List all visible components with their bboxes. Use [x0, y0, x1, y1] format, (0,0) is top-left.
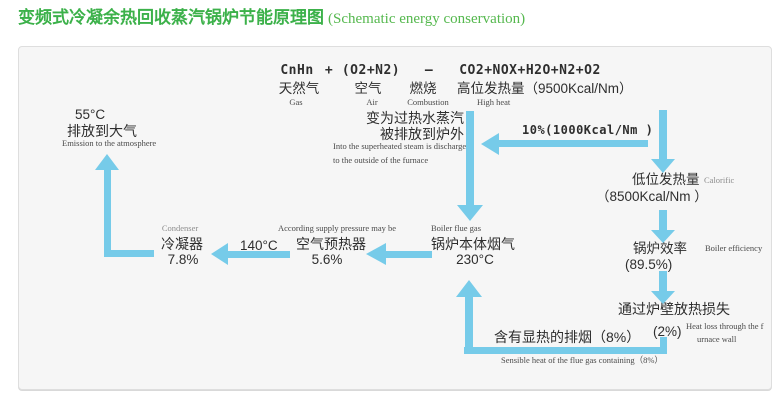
- loss-10-label: 10%(1000Kcal/Nm ): [522, 123, 654, 137]
- arrow-highheat-to-calorific-shaft: [659, 110, 667, 159]
- arrow-preheater-to-condenser-head: [211, 243, 228, 265]
- arrow-calorific-to-efficiency-head: [651, 230, 675, 243]
- air-preheater-cn: 空气预热器: [296, 236, 366, 252]
- efficiency-en: Boiler efficiency: [705, 243, 763, 253]
- wall-loss-value: (2%): [653, 324, 682, 339]
- connector-wallloss-down-segment: [660, 337, 667, 350]
- boiler-flue-gas-en: Boiler flue gas: [430, 223, 482, 233]
- equation-oxidizer-en: Air: [366, 97, 378, 107]
- equation-products-cn: 高位发热量（9500Kcal/Nm）: [457, 81, 633, 96]
- arrow-highheat-to-calorific-head: [651, 159, 675, 173]
- arrow-combustion-to-fluegas-shaft: [466, 111, 474, 205]
- arrow-efficiency-to-wallloss-head: [651, 291, 675, 304]
- equation-products-en: High heat: [477, 97, 511, 107]
- equation-products: CO2+NOX+H2O+N2+O2: [459, 63, 601, 78]
- equation-oxidizer: (O2+N2): [341, 63, 401, 78]
- between-temp-label: 140°C: [240, 238, 278, 253]
- arrow-10-percent-loss-head: [481, 133, 499, 155]
- equation-reaction-dash: —: [424, 63, 434, 78]
- equation-fuel-en: Gas: [289, 97, 303, 107]
- page-title-en: (Schematic energy conservation): [328, 11, 526, 27]
- condenser-cn: 冷凝器: [161, 236, 203, 252]
- connector-wallloss-horizontal-segment: [464, 347, 667, 354]
- arrow-efficiency-to-wallloss-shaft: [659, 271, 667, 291]
- superheated-steam-cn2: 被排放到炉外: [380, 126, 464, 142]
- boiler-flue-gas-temp: 230°C: [456, 252, 494, 267]
- condenser-value: 7.8%: [167, 252, 199, 267]
- arrow-calorific-to-efficiency-shaft: [659, 210, 667, 230]
- boiler-flue-gas-cn: 锅炉本体烟气: [431, 236, 515, 252]
- calorific-value: （8500Kcal/Nm ）: [596, 189, 708, 204]
- wall-loss-en2: urnace wall: [697, 334, 737, 344]
- diagram-box: [18, 46, 772, 390]
- equation-fuel-cn: 天然气: [278, 81, 320, 96]
- sensible-heat-cn: 含有显热的排烟（8%）: [494, 329, 641, 345]
- equation-oxidizer-cn: 空气: [354, 81, 382, 96]
- arrow-10-percent-loss-shaft: [498, 140, 648, 147]
- calorific-en: Calorific: [704, 175, 735, 185]
- equation-reaction-cn: 燃烧: [409, 81, 437, 96]
- arrow-sensible-to-fluegas-shaft: [465, 297, 473, 350]
- efficiency-cn: 锅炉效率: [633, 241, 687, 256]
- wall-loss-cn: 通过炉壁放热损失: [618, 301, 730, 317]
- page-title: 变频式冷凝余热回收蒸汽锅炉节能原理图(Schematic energy cons…: [18, 8, 525, 28]
- superheated-steam-en1: Into the superheated steam is discharged: [333, 141, 471, 151]
- arrow-preheater-to-condenser-shaft: [228, 251, 290, 258]
- efficiency-value: (89.5%): [625, 257, 673, 272]
- calorific-cn: 低位发热量: [632, 172, 700, 187]
- arrow-fluegas-to-preheater-head: [366, 243, 386, 265]
- sensible-heat-en: Sensible heat of the flue gas containing…: [501, 355, 663, 365]
- atmosphere-label-en: Emission to the atmosphere: [62, 138, 157, 148]
- wall-loss-en1: Heat loss through the f: [686, 321, 764, 331]
- air-preheater-en: According supply pressure may be: [278, 223, 397, 233]
- equation-fuel: CnHn: [280, 63, 314, 78]
- arrow-combustion-to-fluegas-head: [457, 205, 483, 221]
- arrow-condenser-to-atmosphere-shaft: [104, 170, 111, 257]
- arrow-condenser-to-atmosphere-head: [95, 154, 119, 170]
- atmosphere-temp: 55°C: [75, 107, 106, 122]
- air-preheater-value: 5.6%: [311, 252, 343, 267]
- condenser-en: Condenser: [161, 223, 199, 233]
- equation-reaction-en: Combustion: [407, 97, 449, 107]
- page-title-cn: 变频式冷凝余热回收蒸汽锅炉节能原理图: [18, 8, 324, 27]
- atmosphere-label-cn: 排放到大气: [67, 123, 137, 139]
- equation-plus: +: [324, 63, 334, 78]
- superheated-steam-cn1: 变为过热水蒸汽: [366, 110, 464, 126]
- superheated-steam-en2: to the outside of the furnace: [333, 155, 429, 165]
- arrow-fluegas-to-preheater-shaft: [386, 251, 432, 258]
- arrow-sensible-to-fluegas-head: [456, 280, 482, 297]
- connector-condenser-horizontal-segment: [104, 250, 154, 257]
